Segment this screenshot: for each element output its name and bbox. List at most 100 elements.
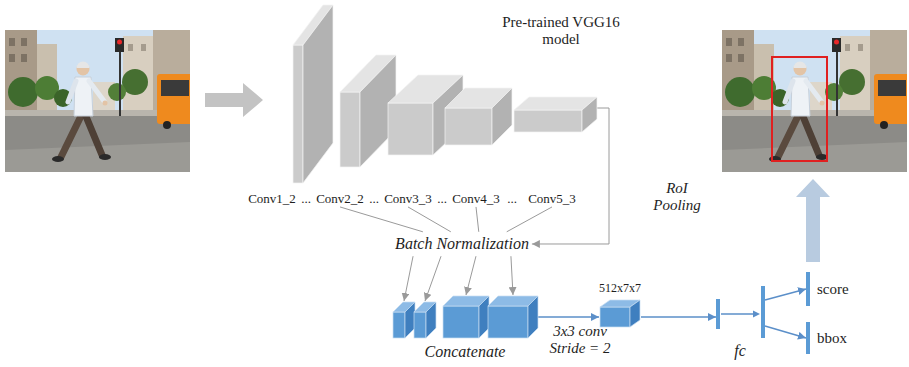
connector [507,207,552,232]
ellipsis-label: ... [432,192,452,207]
node-shape [393,296,538,338]
layer-node: bbox [806,322,847,354]
connector [538,317,599,318]
layer-label: Conv2_2 [316,192,364,207]
layer-node: score [806,272,849,306]
connector-line [765,326,806,338]
layer-label: 512x7x7 [599,282,641,296]
layer-node: Conv2_2 [316,55,396,207]
node-shape [514,97,597,132]
feature-block [630,300,640,327]
feature-block [293,5,333,183]
connector [340,207,423,232]
node-shape [716,286,765,338]
feature-block [426,302,436,338]
feature-block [600,300,640,327]
fc-layer-bar [716,299,720,329]
fc-arrow [721,313,754,315]
node-shape [806,322,810,354]
node-shape [445,88,512,145]
feature-block [514,97,597,132]
connector-line [765,289,806,300]
input-arrow [205,83,263,117]
feature-block [445,88,512,145]
feature-block [514,110,582,132]
feature-block [443,306,479,338]
connector-line [404,256,413,301]
feature-block [414,312,426,338]
feature-block [488,306,528,338]
layer-label: score [817,281,849,298]
layer-node: fc [716,286,765,360]
layer-label: Conv4_3 [452,192,500,207]
fc-arrow [753,311,760,318]
layer-label: fc [734,342,746,360]
layer-label: Conv1_2 [248,192,296,207]
ellipsis-label: ... [296,192,316,207]
connector-line [507,207,552,232]
node-shape [293,5,333,183]
feature-block [445,108,492,145]
connector [476,207,479,232]
feature-block [528,296,538,338]
fc-layer-bar [806,272,810,306]
connector [404,256,513,301]
feature-block [479,296,489,338]
feature-block [388,103,433,155]
layer-label: Conv3_3 [384,192,432,207]
feature-block [492,88,512,145]
connector-line [538,316,599,318]
feature-block [340,55,396,167]
model-title: Pre-trained VGG16 model [491,14,631,49]
feature-block [303,5,333,183]
connector [408,207,451,232]
connector-line [476,207,479,232]
connector [765,289,806,300]
node-shape [806,272,810,306]
node-shape [716,286,765,338]
feature-block [405,302,415,338]
connector-line [641,316,716,318]
feature-block [414,302,436,338]
connector [765,326,806,338]
feature-block [393,302,415,338]
layer-node: 512x7x7 [599,282,641,327]
feature-block [393,312,405,338]
layer-node: Concatenate [393,296,538,361]
connector-line [340,207,423,232]
node-shape [806,272,810,306]
node-shape [340,55,396,167]
detection-box [772,57,827,161]
connector-line [511,256,513,295]
layer-label: bbox [817,330,847,347]
node-shape [514,97,597,132]
connector-line [425,256,441,301]
connector-label: RoI Pooling [645,180,709,215]
layer-node: Conv4_3 [445,88,512,207]
node-shape [600,300,640,327]
output-arrow [796,179,830,262]
layer-node: Conv1_2 [248,5,333,207]
connector-label: 3x3 conv Stride = 2 [543,323,617,358]
input-image [5,30,193,172]
feature-block [443,296,489,338]
ellipsis-label: ... [502,192,522,207]
node-shape [293,5,333,183]
feature-block [340,92,360,167]
connector [641,317,716,318]
node-shape [445,88,512,145]
feature-block [582,97,597,132]
node-shape [806,322,810,354]
node-shape [393,296,538,338]
connector-line [466,256,476,295]
layer-node: Conv5_3 [514,97,597,207]
connector-line [408,207,451,232]
layer-label: Conv5_3 [528,192,576,207]
feature-block [488,296,538,338]
output-image [722,30,909,172]
layer-node: Batch Normalization [392,232,532,256]
layer-label: Concatenate [425,343,506,361]
